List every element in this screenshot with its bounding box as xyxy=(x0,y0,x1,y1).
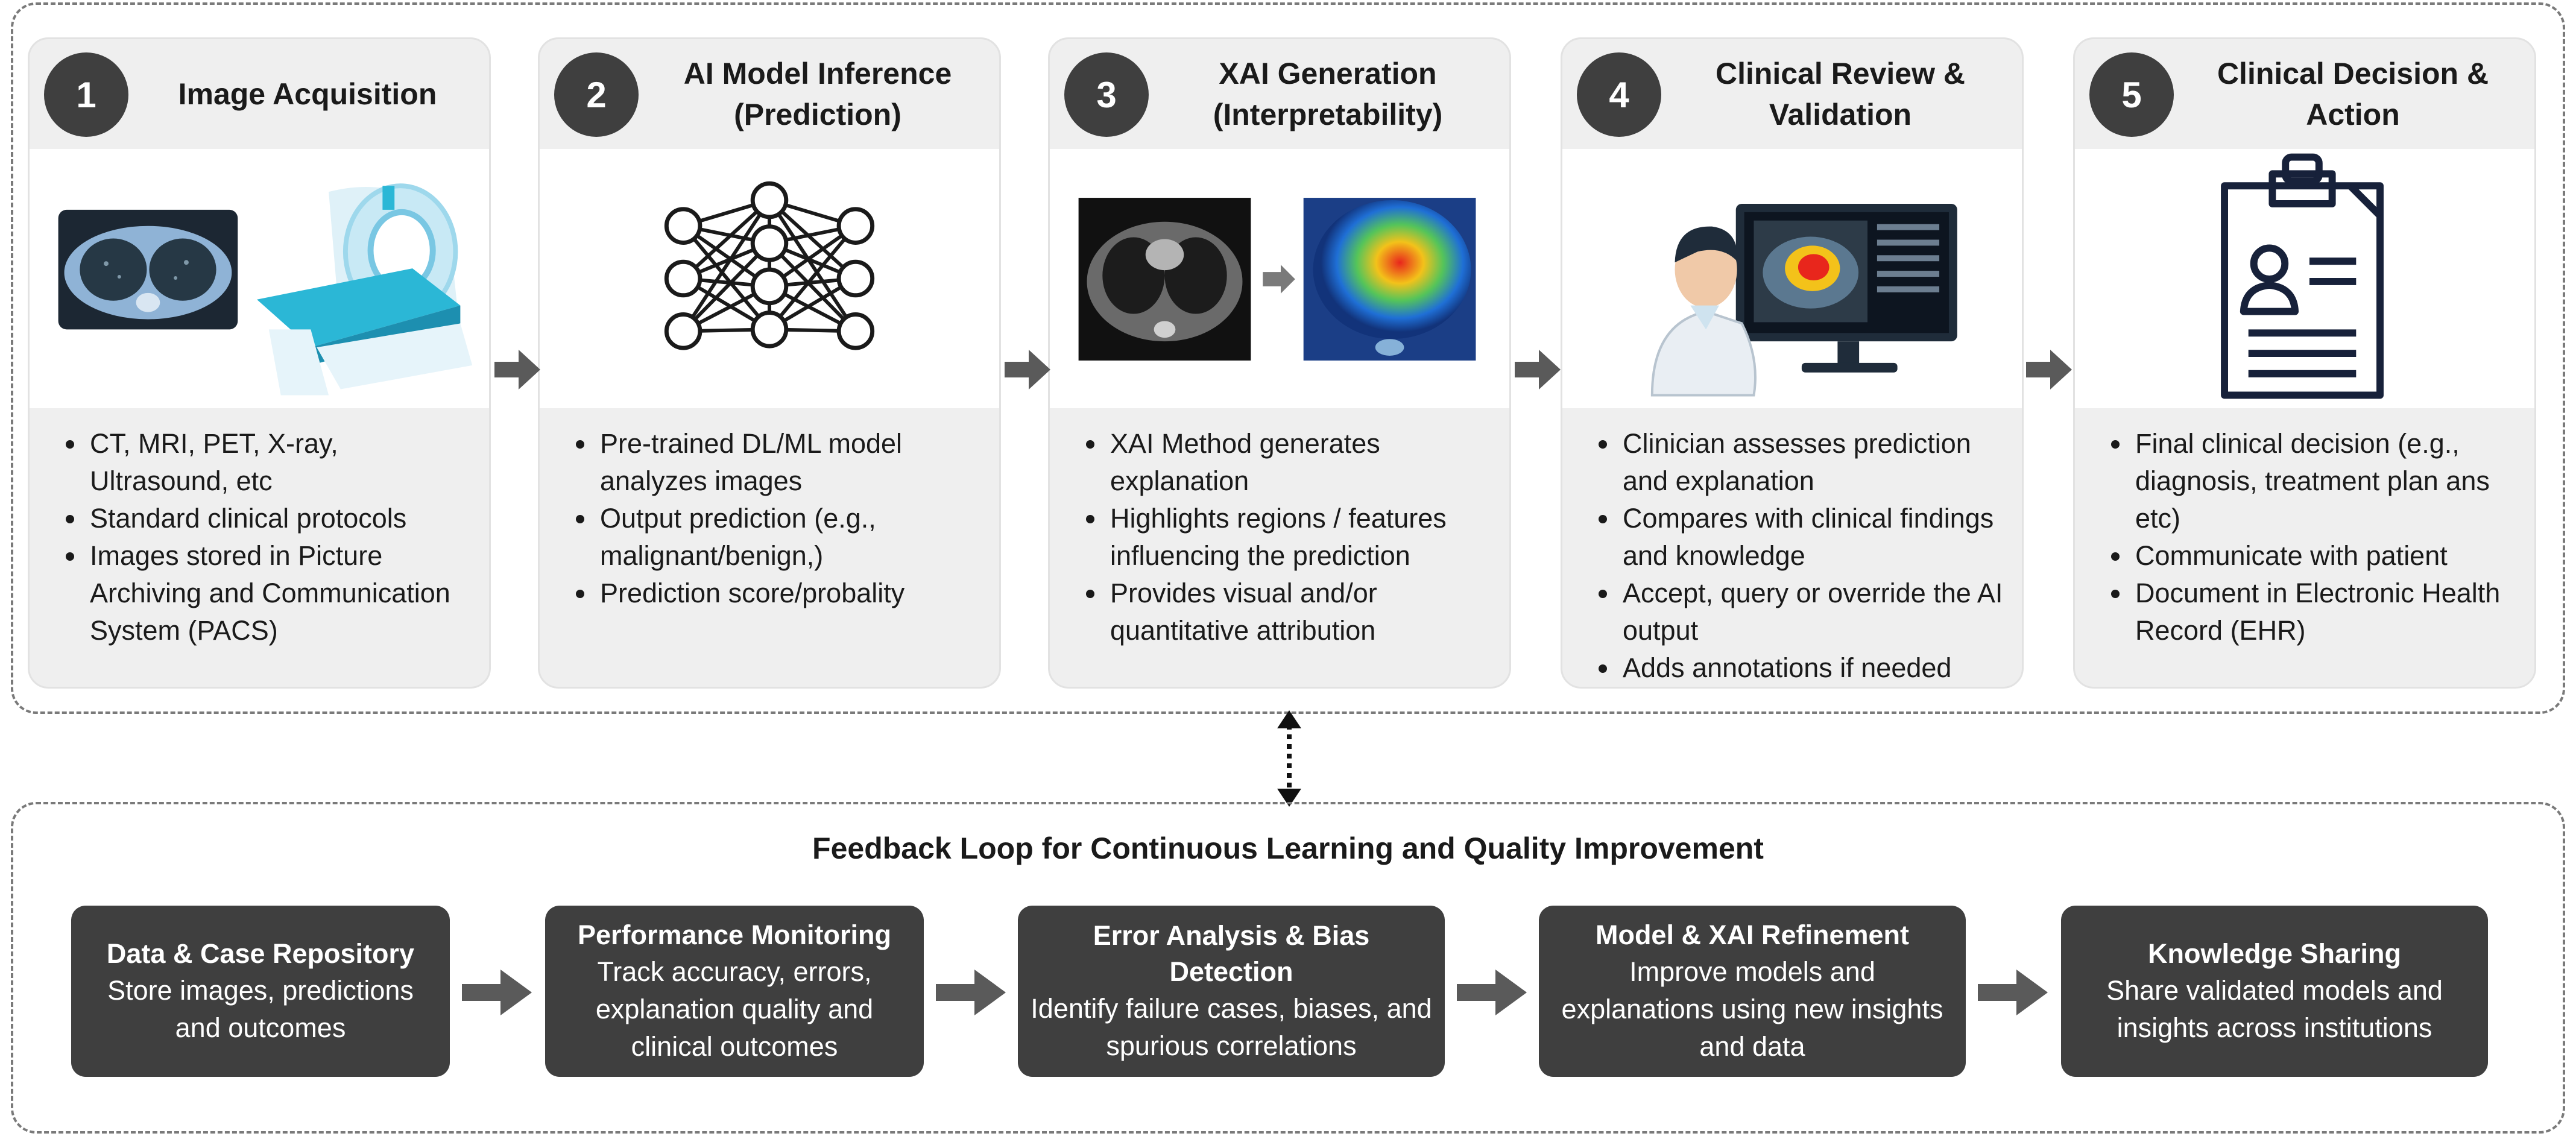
feedback-box-description: Track accuracy, errors, explanation qual… xyxy=(595,956,874,1062)
step-number-badge: 3 xyxy=(1064,52,1149,137)
feedback-box-title: Knowledge Sharing xyxy=(2147,938,2402,969)
bullet-item: Provides visual and/or quantitative attr… xyxy=(1082,575,1495,649)
step-bullet-list: Clinician assesses prediction and explan… xyxy=(1562,408,2022,687)
feedback-box-model-refinement: Model & XAI Refinement Improve models an… xyxy=(1539,906,1966,1077)
step-header: 1 Image Acquisition xyxy=(30,39,489,149)
step-title: AI Model Inference (Prediction) xyxy=(683,57,952,131)
step-card-image-acquisition: 1 Image Acquisition CT, MRI, PET, X-ray,… xyxy=(28,37,491,689)
feedback-box-description: Share validated models and insights acro… xyxy=(2106,975,2443,1043)
bidirectional-arrow-icon xyxy=(1272,710,1306,807)
bullet-item: Accept, query or override the AI output xyxy=(1595,575,2007,649)
feedback-box-error-analysis: Error Analysis & Bias Detection Identify… xyxy=(1018,906,1445,1077)
step-header: 3 XAI Generation (Interpretability) xyxy=(1050,39,1509,149)
feedback-box-description: Improve models and explanations using ne… xyxy=(1561,956,1943,1062)
clinician-at-monitor-icon xyxy=(1650,203,1957,397)
step-number-badge: 1 xyxy=(44,52,128,137)
bullet-item: Clinician assesses prediction and explan… xyxy=(1595,425,2007,500)
bullet-item: Document in Electronic Health Record (EH… xyxy=(2107,575,2520,649)
step-title: Clinical Decision & Action xyxy=(2217,57,2489,131)
step-illustration xyxy=(1050,149,1509,408)
step-title: XAI Generation (Interpretability) xyxy=(1213,57,1443,131)
feedback-box-title: Model & XAI Refinement xyxy=(1595,919,1910,950)
feedback-box-title: Performance Monitoring xyxy=(577,919,892,950)
ct-scanner-icon xyxy=(58,183,473,396)
bullet-item: Output prediction (e.g., malignant/benig… xyxy=(572,500,985,575)
feedback-box-performance-monitoring: Performance Monitoring Track accuracy, e… xyxy=(545,906,924,1077)
step-bullet-list: CT, MRI, PET, X-ray, Ultrasound, etc Sta… xyxy=(30,408,489,687)
bullet-item: Pre-trained DL/ML model analyzes images xyxy=(572,425,985,500)
step-title: Clinical Review & Validation xyxy=(1715,57,1966,131)
step-bullet-list: Final clinical decision (e.g., diagnosis… xyxy=(2075,408,2534,687)
step-title: Image Acquisition xyxy=(178,77,437,111)
feedback-box-data-repository: Data & Case Repository Store images, pre… xyxy=(71,906,450,1077)
heatmap-overlay-icon xyxy=(1078,198,1476,361)
step-illustration xyxy=(30,149,489,408)
feedback-box-description: Identify failure cases, biases, and spur… xyxy=(1031,993,1432,1061)
feedback-loop-title: Feedback Loop for Continuous Learning an… xyxy=(812,831,1764,865)
feedback-box-title: Data & Case Repository xyxy=(106,938,415,969)
feedback-loop-container xyxy=(11,802,2565,1134)
bullet-item: Standard clinical protocols xyxy=(62,500,475,537)
feedback-box-title: Error Analysis & Bias Detection xyxy=(1093,920,1370,987)
step-number-badge: 5 xyxy=(2089,52,2174,137)
feedback-box-knowledge-sharing: Knowledge Sharing Share validated models… xyxy=(2061,906,2488,1077)
bullet-item: Prediction score/probality xyxy=(572,575,985,612)
bullet-item: XAI Method generates explanation xyxy=(1082,425,1495,500)
feedback-box-description: Store images, predictions and outcomes xyxy=(107,975,414,1043)
step-illustration xyxy=(1562,149,2022,408)
bullet-item: Communicate with patient xyxy=(2107,537,2520,575)
bullet-item: Final clinical decision (e.g., diagnosis… xyxy=(2107,425,2520,537)
step-bullet-list: XAI Method generates explanation Highlig… xyxy=(1050,408,1509,687)
step-card-clinical-review: 4 Clinical Review & Validation Clinic xyxy=(1561,37,2024,689)
step-illustration xyxy=(2075,149,2534,408)
bullet-item: CT, MRI, PET, X-ray, Ultrasound, etc xyxy=(62,425,475,500)
clinical-clipboard-icon xyxy=(2221,153,2384,399)
step-header: 5 Clinical Decision & Action xyxy=(2075,39,2534,149)
step-bullet-list: Pre-trained DL/ML model analyzes images … xyxy=(540,408,999,687)
step-header: 4 Clinical Review & Validation xyxy=(1562,39,2022,149)
step-card-ai-model-inference: 2 AI Model Inference (Prediction) Pre-tr… xyxy=(538,37,1001,689)
bullet-item: Highlights regions / features influencin… xyxy=(1082,500,1495,575)
step-header: 2 AI Model Inference (Prediction) xyxy=(540,39,999,149)
bullet-item: Images stored in Picture Archiving and C… xyxy=(62,537,475,649)
neural-network-icon xyxy=(664,181,875,350)
step-card-xai-generation: 3 XAI Generation (Interpretability) xyxy=(1048,37,1511,689)
bullet-item: Adds annotations if needed xyxy=(1595,649,2007,687)
step-number-badge: 2 xyxy=(554,52,639,137)
bullet-item: Compares with clinical findings and know… xyxy=(1595,500,2007,575)
step-illustration xyxy=(540,149,999,408)
step-card-clinical-decision: 5 Clinical Decision & Action Final clini… xyxy=(2073,37,2536,689)
step-number-badge: 4 xyxy=(1577,52,1661,137)
